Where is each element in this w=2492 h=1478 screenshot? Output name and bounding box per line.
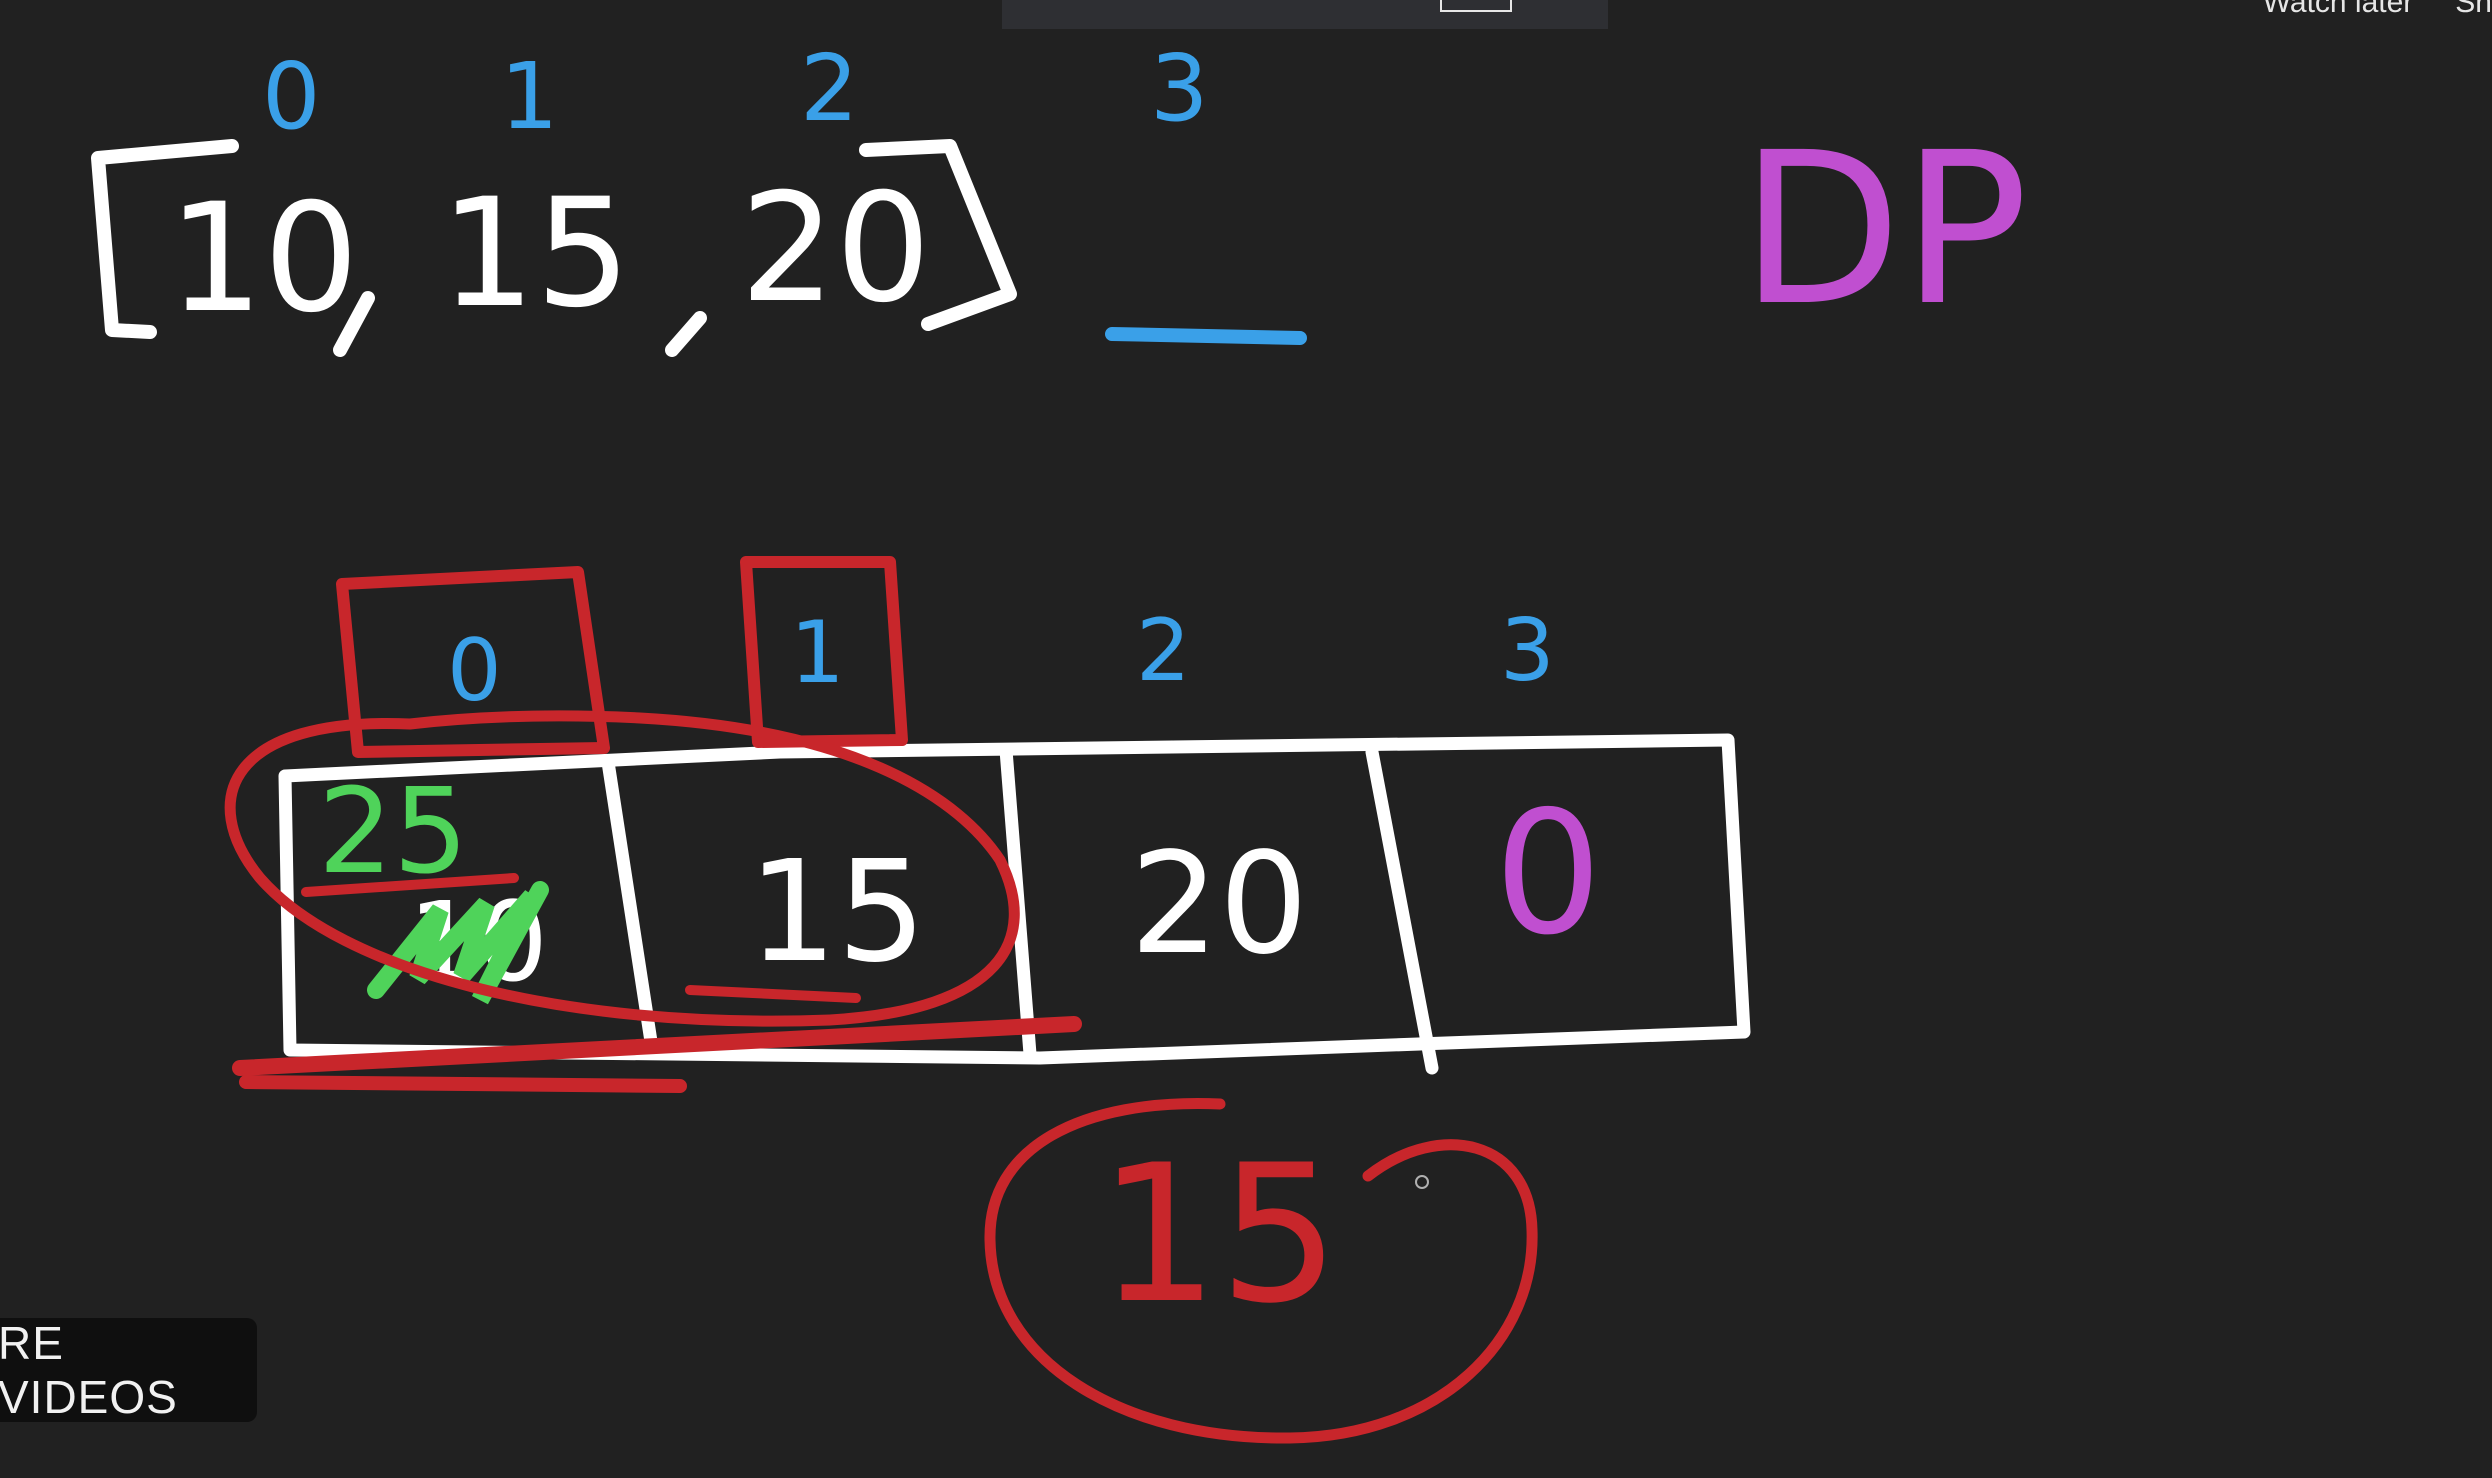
player-top-bar xyxy=(1002,0,1608,29)
table-cell-2: 20 xyxy=(1130,823,1308,986)
dp-label: DP xyxy=(1740,107,2028,352)
array-values: 10 15 20 xyxy=(168,162,931,346)
share-button[interactable]: Sh xyxy=(2455,0,2492,19)
red-annotations xyxy=(224,710,1538,1444)
table-indices: 0 1 2 3 xyxy=(447,601,1555,721)
more-videos-label: RE VIDEOS xyxy=(0,1318,178,1422)
circled-result: 15 xyxy=(1098,1124,1340,1345)
array-brackets xyxy=(91,139,1307,357)
array-index-1: 1 xyxy=(500,43,559,150)
more-videos-button[interactable]: RE VIDEOS xyxy=(0,1318,257,1422)
table-index-1: 1 xyxy=(790,603,845,703)
array-value-1: 15 xyxy=(440,167,631,341)
array-index-2: 2 xyxy=(800,35,859,142)
top-right-actions: Watch later Sh xyxy=(2262,0,2492,19)
dp-table xyxy=(278,733,1751,1075)
table-index-3: 3 xyxy=(1500,601,1555,701)
cursor-dot xyxy=(1415,1175,1429,1189)
index-boxes xyxy=(336,556,908,758)
table-index-0: 0 xyxy=(447,621,502,721)
array-value-2: 20 xyxy=(740,162,931,336)
array-index-0: 0 xyxy=(262,43,321,150)
table-cells: 25 15 20 0 xyxy=(318,762,1602,994)
top-bar-indicator xyxy=(1440,0,1512,12)
table-cell-3: 0 xyxy=(1494,775,1602,973)
table-index-2: 2 xyxy=(1136,601,1191,701)
table-cell-0: 25 xyxy=(318,762,468,900)
table-cell-1: 15 xyxy=(748,831,926,994)
array-value-0: 10 xyxy=(168,172,359,346)
array-index-3: 3 xyxy=(1150,35,1209,142)
array-indices: 0 1 2 3 xyxy=(262,35,1209,150)
watch-later-button[interactable]: Watch later xyxy=(2262,0,2414,19)
